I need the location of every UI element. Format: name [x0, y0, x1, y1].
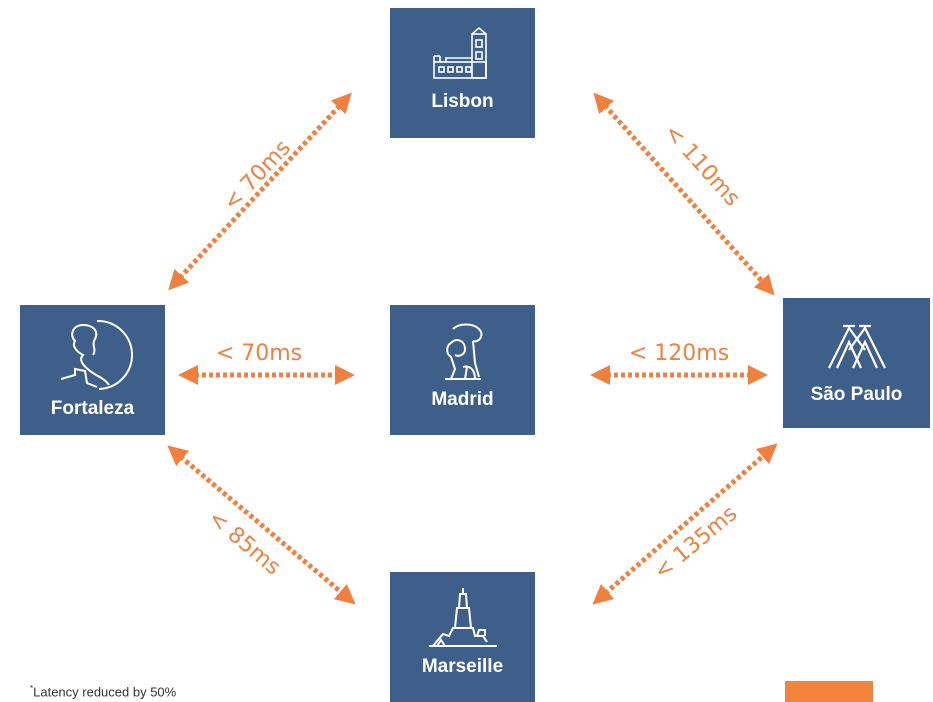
latency-label: < 70ms — [219, 135, 296, 215]
city-name: São Paulo — [810, 384, 903, 405]
link-fortaleza-marseille — [167, 445, 356, 605]
city-name: Madrid — [431, 389, 494, 410]
city-fortaleza: Fortaleza — [20, 305, 165, 435]
city-madrid: Madrid — [390, 305, 535, 435]
bear-strawberry-tree-icon — [390, 323, 535, 383]
latency-footnote: *Latency reduced by 50% — [30, 684, 176, 699]
city-name: Fortaleza — [50, 398, 135, 419]
city-marseille: Marseille — [390, 572, 535, 702]
latency-label: < 85ms — [203, 506, 285, 581]
city-name: Lisbon — [431, 91, 494, 112]
latency-label: < 110ms — [659, 120, 745, 211]
city-name: Marseille — [421, 656, 504, 677]
belem-tower-icon — [390, 26, 535, 84]
city-lisbon: Lisbon — [390, 8, 535, 138]
footnote-text: Latency reduced by 50% — [33, 684, 177, 700]
link-marseille-saopaulo — [592, 443, 778, 605]
latency-label: < 70ms — [216, 341, 302, 366]
iracema-statue-icon — [20, 317, 165, 395]
link-lisbon-saopaulo — [593, 92, 775, 296]
orange-swatch — [785, 681, 873, 702]
latency-label: < 120ms — [629, 341, 729, 366]
link-fortaleza-lisbon — [168, 92, 352, 291]
notre-dame-de-la-garde-icon — [390, 584, 535, 650]
footnote-marker: * — [30, 684, 34, 693]
city-saopaulo: São Paulo — [783, 298, 930, 428]
bridge-cables-icon — [783, 320, 930, 372]
